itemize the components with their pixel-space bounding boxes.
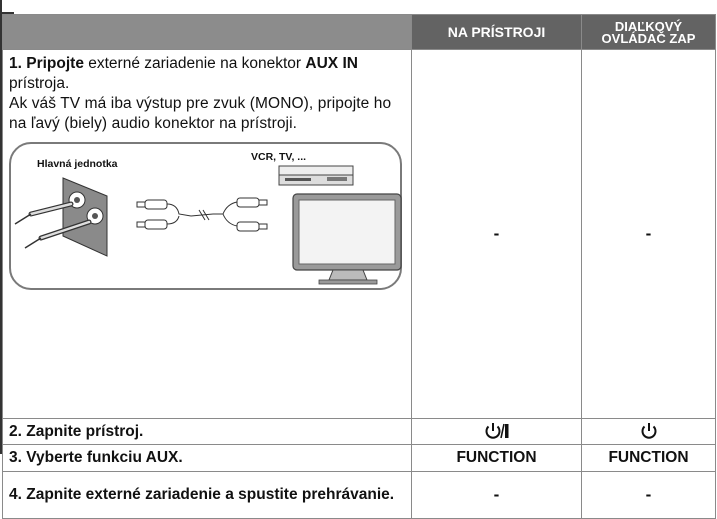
header-empty-cell — [2, 14, 412, 50]
step-4-device-value: - — [411, 471, 582, 519]
step-1-number: 1. — [9, 55, 22, 72]
step-4-text: 4. Zapnite externé zariadenie a spustite… — [2, 471, 412, 519]
header-remote-line2: OVLÁDAČ ZAP — [601, 31, 696, 46]
page-frame-left — [0, 14, 2, 454]
step-1-remote-value: - — [581, 49, 716, 419]
table-row: 1. Pripojte externé zariadenie na konekt… — [2, 49, 716, 419]
main-unit-label: Hlavná jednotka — [37, 158, 118, 170]
rca-cable-icon — [136, 197, 268, 232]
step-1-text-a: externé zariadenie na konektor — [83, 55, 302, 72]
tv-icon — [292, 193, 402, 285]
table-row: 2. Zapnite prístroj. — [2, 418, 716, 445]
table-row: 3. Vyberte funkciu AUX. FUNCTION FUNCTIO… — [2, 444, 716, 472]
step-3-text: 3. Vyberte funkciu AUX. — [2, 444, 412, 472]
step-1-text: 1. Pripojte externé zariadenie na konekt… — [9, 54, 405, 134]
step-3-remote-value: FUNCTION — [581, 444, 716, 472]
connection-diagram — [14, 165, 402, 285]
step-1-lead: Pripojte — [26, 55, 84, 72]
vcr-icon — [278, 165, 354, 186]
table-row: 4. Zapnite externé zariadenie a spustite… — [2, 471, 716, 519]
aux-in-jack-panel-icon — [14, 177, 108, 257]
devices-label: VCR, TV, ... — [251, 151, 307, 163]
power-standby-icon — [485, 423, 508, 439]
step-1-aux-in: AUX IN — [305, 55, 358, 72]
step-1-device-value: - — [411, 49, 582, 419]
header-remote-line1: DIAĽKOVÝ — [614, 19, 683, 34]
header-device: NA PRÍSTROJI — [411, 14, 582, 50]
step-2-text: 2. Zapnite prístroj. — [2, 418, 412, 445]
power-icon — [641, 423, 656, 439]
step-2-device-cell — [411, 418, 582, 445]
step-3-device-value: FUNCTION — [411, 444, 582, 472]
connection-illustration: Hlavná jednotka VCR, TV, ... — [9, 142, 402, 290]
page-frame-corner — [0, 0, 14, 14]
step-2-remote-cell — [581, 418, 716, 445]
step-4-remote-value: - — [581, 471, 716, 519]
instruction-table: NA PRÍSTROJI DIAĽKOVÝ OVLÁDAČ ZAP 1. Pri… — [2, 14, 716, 519]
header-remote: DIAĽKOVÝ OVLÁDAČ ZAP — [581, 14, 716, 50]
step-1-text-b: prístroja. — [9, 75, 70, 92]
step-1-note: Ak váš TV má iba výstup pre zvuk (MONO),… — [9, 95, 392, 132]
table-header-row: NA PRÍSTROJI DIAĽKOVÝ OVLÁDAČ ZAP — [2, 14, 716, 50]
step-1-cell: 1. Pripojte externé zariadenie na konekt… — [2, 49, 412, 419]
